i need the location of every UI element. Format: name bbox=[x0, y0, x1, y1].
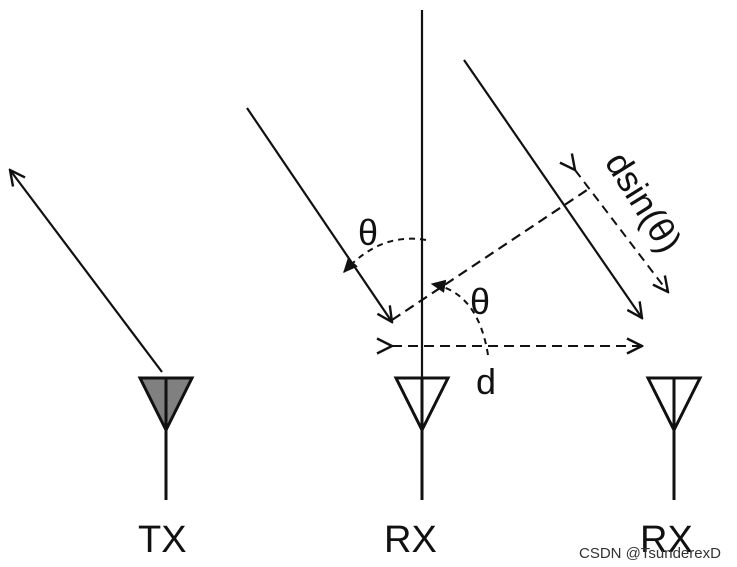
theta-arc-top bbox=[343, 237, 427, 273]
path-difference-arrow bbox=[575, 170, 668, 292]
tx-antenna bbox=[10, 170, 195, 500]
rx-antenna-left bbox=[393, 376, 451, 500]
wavefront-line bbox=[391, 187, 591, 321]
path-difference-label: dsin(θ) bbox=[597, 145, 690, 260]
incoming-ray-left bbox=[246, 107, 392, 322]
rx-antenna-right bbox=[645, 376, 703, 500]
watermark: CSDN @TsunderexD bbox=[579, 545, 721, 562]
rx-left-label: RX bbox=[384, 519, 437, 561]
theta-bottom-label: θ bbox=[470, 281, 490, 322]
theta-top-label: θ bbox=[358, 212, 378, 253]
rx-right-label: RX bbox=[640, 519, 693, 561]
tx-label: TX bbox=[138, 519, 187, 561]
spacing-label: d bbox=[476, 361, 496, 402]
tx-ray-arrow bbox=[10, 170, 163, 373]
